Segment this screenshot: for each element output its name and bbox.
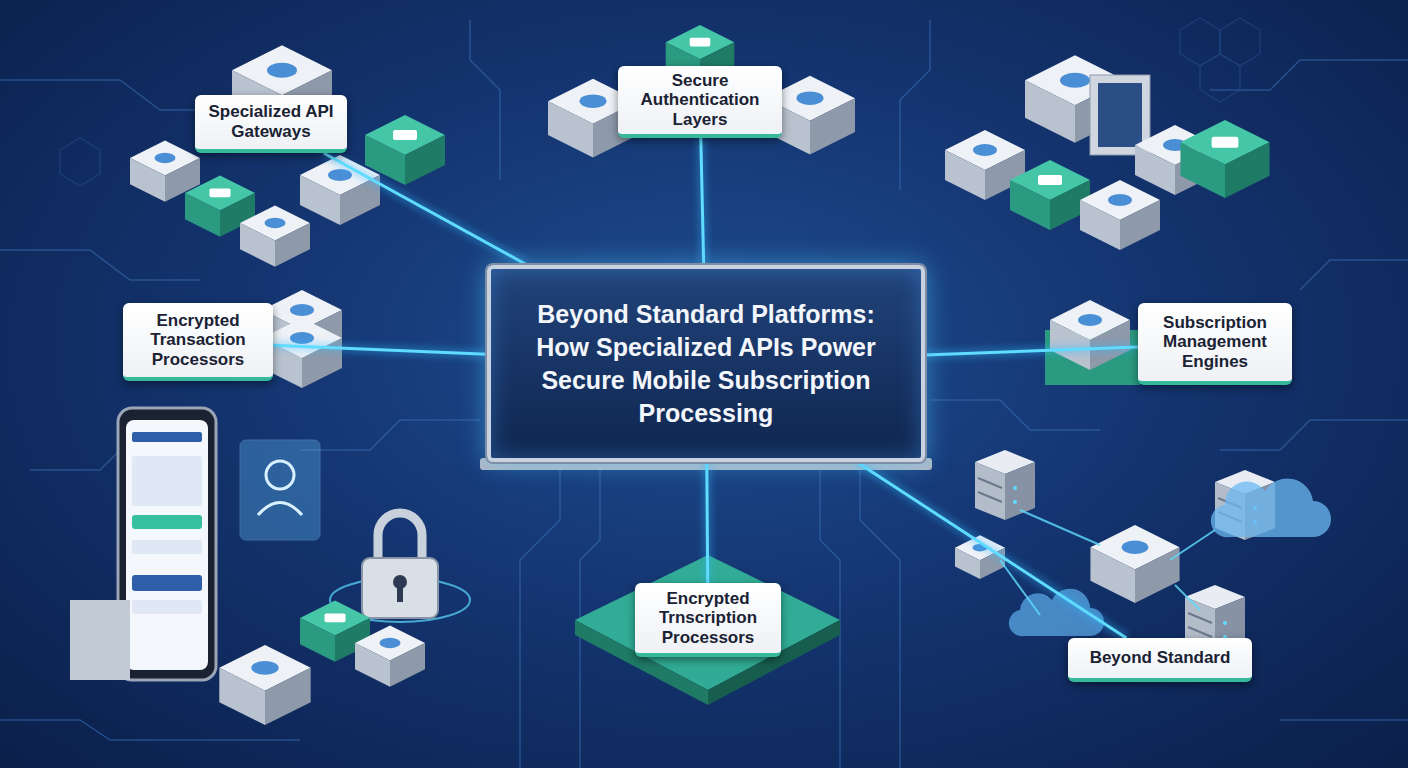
trace [520, 470, 560, 768]
hexagon [1180, 18, 1220, 66]
phone-screen [126, 420, 208, 670]
lock-body [362, 558, 438, 618]
glowing-connector [324, 153, 527, 265]
glowing-connector [925, 347, 1138, 355]
label-box: Encrypted Transaction Processors [123, 303, 273, 381]
cube [1080, 180, 1160, 250]
stream [1000, 560, 1040, 615]
trace [0, 720, 300, 740]
phone-stand [70, 600, 130, 680]
cube [365, 115, 445, 185]
profile-icon [258, 503, 302, 516]
stream [1170, 530, 1215, 560]
stream [1175, 585, 1200, 610]
screen-field [132, 600, 202, 614]
hex-pattern [60, 18, 1260, 186]
keyhole [397, 586, 403, 602]
label-text: Encrypted Trnscription Processors [643, 589, 773, 648]
label-text: Secure Authentication Layers [626, 71, 774, 130]
circuit-traces [0, 20, 1408, 768]
cube [1180, 120, 1269, 198]
glass-cube [1050, 300, 1130, 370]
label-box: Specialized API Gateways [195, 95, 347, 153]
label-text: Beyond Standard [1090, 648, 1231, 668]
cube [955, 535, 1005, 579]
screen-button [132, 515, 202, 529]
trace [900, 20, 930, 190]
phone-frame [118, 408, 216, 680]
label-box: Beyond Standard [1068, 638, 1252, 682]
hexagon [1200, 54, 1240, 102]
label-text: Specialized API Gateways [203, 102, 339, 141]
screen-bar [132, 432, 202, 442]
label-box: Encrypted Trnscription Processors [635, 583, 781, 657]
glowing-connector [273, 345, 487, 354]
label-box: Secure Authentication Layers [618, 66, 782, 138]
label-text: Subscription Management Engines [1146, 313, 1284, 372]
screen-field [132, 540, 202, 554]
stream [1020, 510, 1100, 545]
glowing-connector [705, 462, 709, 583]
profile-card [240, 440, 320, 540]
label-box: Subscription Management Engines [1138, 303, 1292, 385]
trace [30, 450, 120, 470]
cloud [1009, 589, 1104, 636]
screen-panel [1098, 83, 1142, 147]
trace [1220, 420, 1408, 450]
label-text: Encrypted Transaction Processors [131, 311, 265, 370]
cube [355, 625, 425, 686]
cloud [1211, 478, 1331, 537]
glowing-connector [857, 462, 1127, 638]
title-hub: Beyond Standard Platforms: How Specializ… [487, 265, 925, 462]
teal-platform [575, 555, 840, 690]
glowing-connector [701, 138, 704, 265]
cube [1090, 525, 1179, 603]
screen-card [132, 456, 202, 506]
trace [0, 250, 200, 280]
trace [300, 420, 480, 450]
cube [1010, 160, 1090, 230]
trace [1300, 260, 1408, 290]
screen-button [132, 575, 202, 591]
cube [240, 205, 310, 266]
trace [470, 20, 500, 180]
lock-shackle [378, 513, 422, 560]
trace [1280, 719, 1408, 721]
hexagon [1220, 18, 1260, 66]
profile-icon [266, 461, 294, 489]
title-text: Beyond Standard Platforms: How Specializ… [521, 298, 891, 430]
cube [262, 318, 342, 388]
trace [930, 400, 1100, 430]
server [975, 450, 1035, 520]
trace [860, 470, 900, 768]
cube [219, 645, 310, 725]
hexagon [60, 138, 100, 186]
data-streams [1000, 510, 1215, 615]
